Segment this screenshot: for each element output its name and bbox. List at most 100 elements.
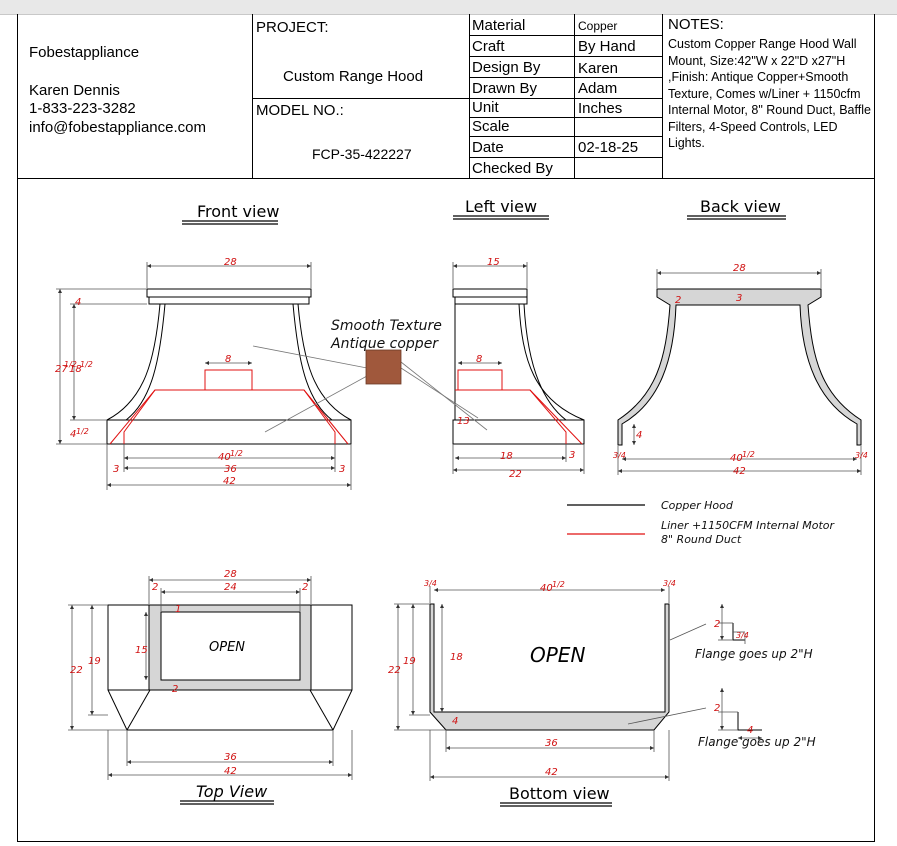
drawing-sheet [17, 14, 875, 842]
spec-label-material: Material [472, 17, 526, 34]
front-view-title: Front view [197, 202, 279, 221]
model-value: FCP-35-422227 [312, 146, 412, 162]
dim-front-3a: 3 [113, 464, 119, 475]
dim-left-top: 15 [487, 257, 500, 268]
bottom-view-title: Bottom view [509, 784, 610, 803]
dim-top-36: 36 [224, 752, 237, 763]
back-view-drawing [617, 288, 862, 446]
spec-value-design: Karen [578, 60, 619, 77]
dim-back-42: 42 [733, 466, 746, 477]
dim-front-36: 36 [224, 464, 237, 475]
dim-bot-42: 42 [545, 767, 558, 778]
dim-back-inner-frac: 1/2 [742, 450, 755, 459]
dim-bot-frac-b: 3/4 [663, 579, 676, 588]
dim-left-3: 3 [569, 450, 575, 461]
dim-front-height: 27 [55, 364, 68, 375]
dim-top-22: 22 [70, 665, 83, 676]
flange-note-upper: Flange goes up 2"H [695, 647, 813, 661]
dim-bot-4: 4 [452, 716, 458, 727]
dim-front-duct: 8 [225, 354, 231, 365]
dim-flange-2b: 2 [714, 703, 720, 714]
bottom-view-drawing [429, 603, 670, 731]
spec-label-craft: Craft [472, 38, 505, 55]
left-view-title: Left view [465, 197, 537, 216]
dim-back-frac-b: 3/4 [855, 451, 868, 460]
dim-bot-19: 19 [403, 656, 416, 667]
dim-front-left-top: 4 [75, 297, 81, 308]
phone-number: 1-833-223-3282 [29, 100, 136, 117]
front-view-liner [109, 369, 349, 445]
copper-finish-swatch [365, 349, 402, 385]
spec-label-checked: Checked By [472, 160, 553, 177]
dim-bot-inner-frac: 1/2 [552, 580, 565, 589]
dim-left-duct: 8 [476, 354, 482, 365]
dim-front-42: 42 [223, 476, 236, 487]
dim-front-left-bottom-frac: 1/2 [76, 427, 89, 436]
dim-front-3b: 3 [339, 464, 345, 475]
dim-front-inner: 40 [218, 452, 231, 463]
project-value: Custom Range Hood [283, 68, 424, 85]
legend-liner-label: Liner +1150CFM Internal Motor [661, 519, 835, 532]
spec-label-unit: Unit [472, 99, 499, 116]
dim-flange-frac: 3/4 [736, 631, 749, 640]
model-label: MODEL NO.: [256, 102, 344, 119]
dim-bot-frac-a: 3/4 [424, 579, 437, 588]
top-view-drawing [107, 604, 353, 731]
dim-flange-4: 4 [747, 725, 753, 736]
dim-top-2b: 2 [302, 582, 308, 593]
top-view-open-label: OPEN [209, 640, 245, 655]
dim-bot-18: 18 [450, 652, 463, 663]
bottom-view-open-label: OPEN [530, 643, 585, 667]
title-block [17, 14, 875, 179]
back-view-title: Back view [700, 197, 781, 216]
dim-top-28: 28 [224, 569, 237, 580]
dim-front-inner-frac: 1/2 [230, 449, 243, 458]
email-address: info@fobestappliance.com [29, 119, 206, 136]
contact-name: Karen Dennis [29, 82, 120, 99]
dim-top-2c: 2 [172, 684, 178, 695]
dim-front-curve: 18 [69, 364, 82, 375]
legend-copper-label: Copper Hood [661, 499, 734, 512]
callout-texture: Smooth Texture [331, 318, 442, 334]
dim-left-18: 18 [500, 451, 513, 462]
dim-back-3: 3 [736, 293, 742, 304]
dim-left-22: 22 [509, 469, 522, 480]
dim-back-4: 4 [636, 430, 642, 441]
spec-label-design: Design By [472, 59, 541, 76]
project-label: PROJECT: [256, 19, 329, 36]
dim-bot-inner: 40 [540, 583, 553, 594]
dim-top-24: 24 [224, 582, 237, 593]
dim-front-left-bottom: 4 [70, 429, 76, 440]
top-view-title: Top View [196, 782, 268, 801]
spec-label-drawn: Drawn By [472, 80, 538, 97]
left-view-drawing [452, 288, 585, 445]
dim-left-13: 13 [457, 416, 470, 427]
legend-duct-label: 8" Round Duct [661, 533, 742, 546]
spec-value-material: Copper [578, 19, 618, 33]
dim-top-2a: 2 [152, 582, 158, 593]
notes-title: NOTES: [668, 16, 724, 33]
dim-back-inner: 40 [730, 453, 743, 464]
spec-value-unit: Inches [578, 100, 623, 117]
dim-front-curve-frac: 1/2 [80, 360, 93, 369]
flange-note-lower: Flange goes up 2"H [698, 735, 816, 749]
dim-front-top: 28 [224, 257, 237, 268]
dim-back-2: 2 [675, 295, 681, 306]
dim-top-19: 19 [88, 656, 101, 667]
dim-top-15: 15 [135, 645, 148, 656]
spec-value-drawn: Adam [578, 80, 618, 97]
spec-label-date: Date [472, 139, 504, 156]
spec-value-date: 02-18-25 [578, 139, 639, 156]
dim-flange-2a: 2 [714, 619, 720, 630]
company-name: Fobestappliance [29, 44, 140, 61]
dim-bot-22: 22 [388, 665, 401, 676]
spec-value-craft: By Hand [578, 38, 636, 55]
spec-label-scale: Scale [472, 118, 510, 135]
dim-back-28: 28 [733, 263, 746, 274]
dim-front-height-frac: 1/2 [64, 360, 77, 369]
dim-top-1: 1 [175, 604, 181, 615]
dim-back-frac-a: 3/4 [613, 451, 626, 460]
left-view-liner [455, 369, 583, 445]
top-toolbar-strip [0, 0, 897, 15]
